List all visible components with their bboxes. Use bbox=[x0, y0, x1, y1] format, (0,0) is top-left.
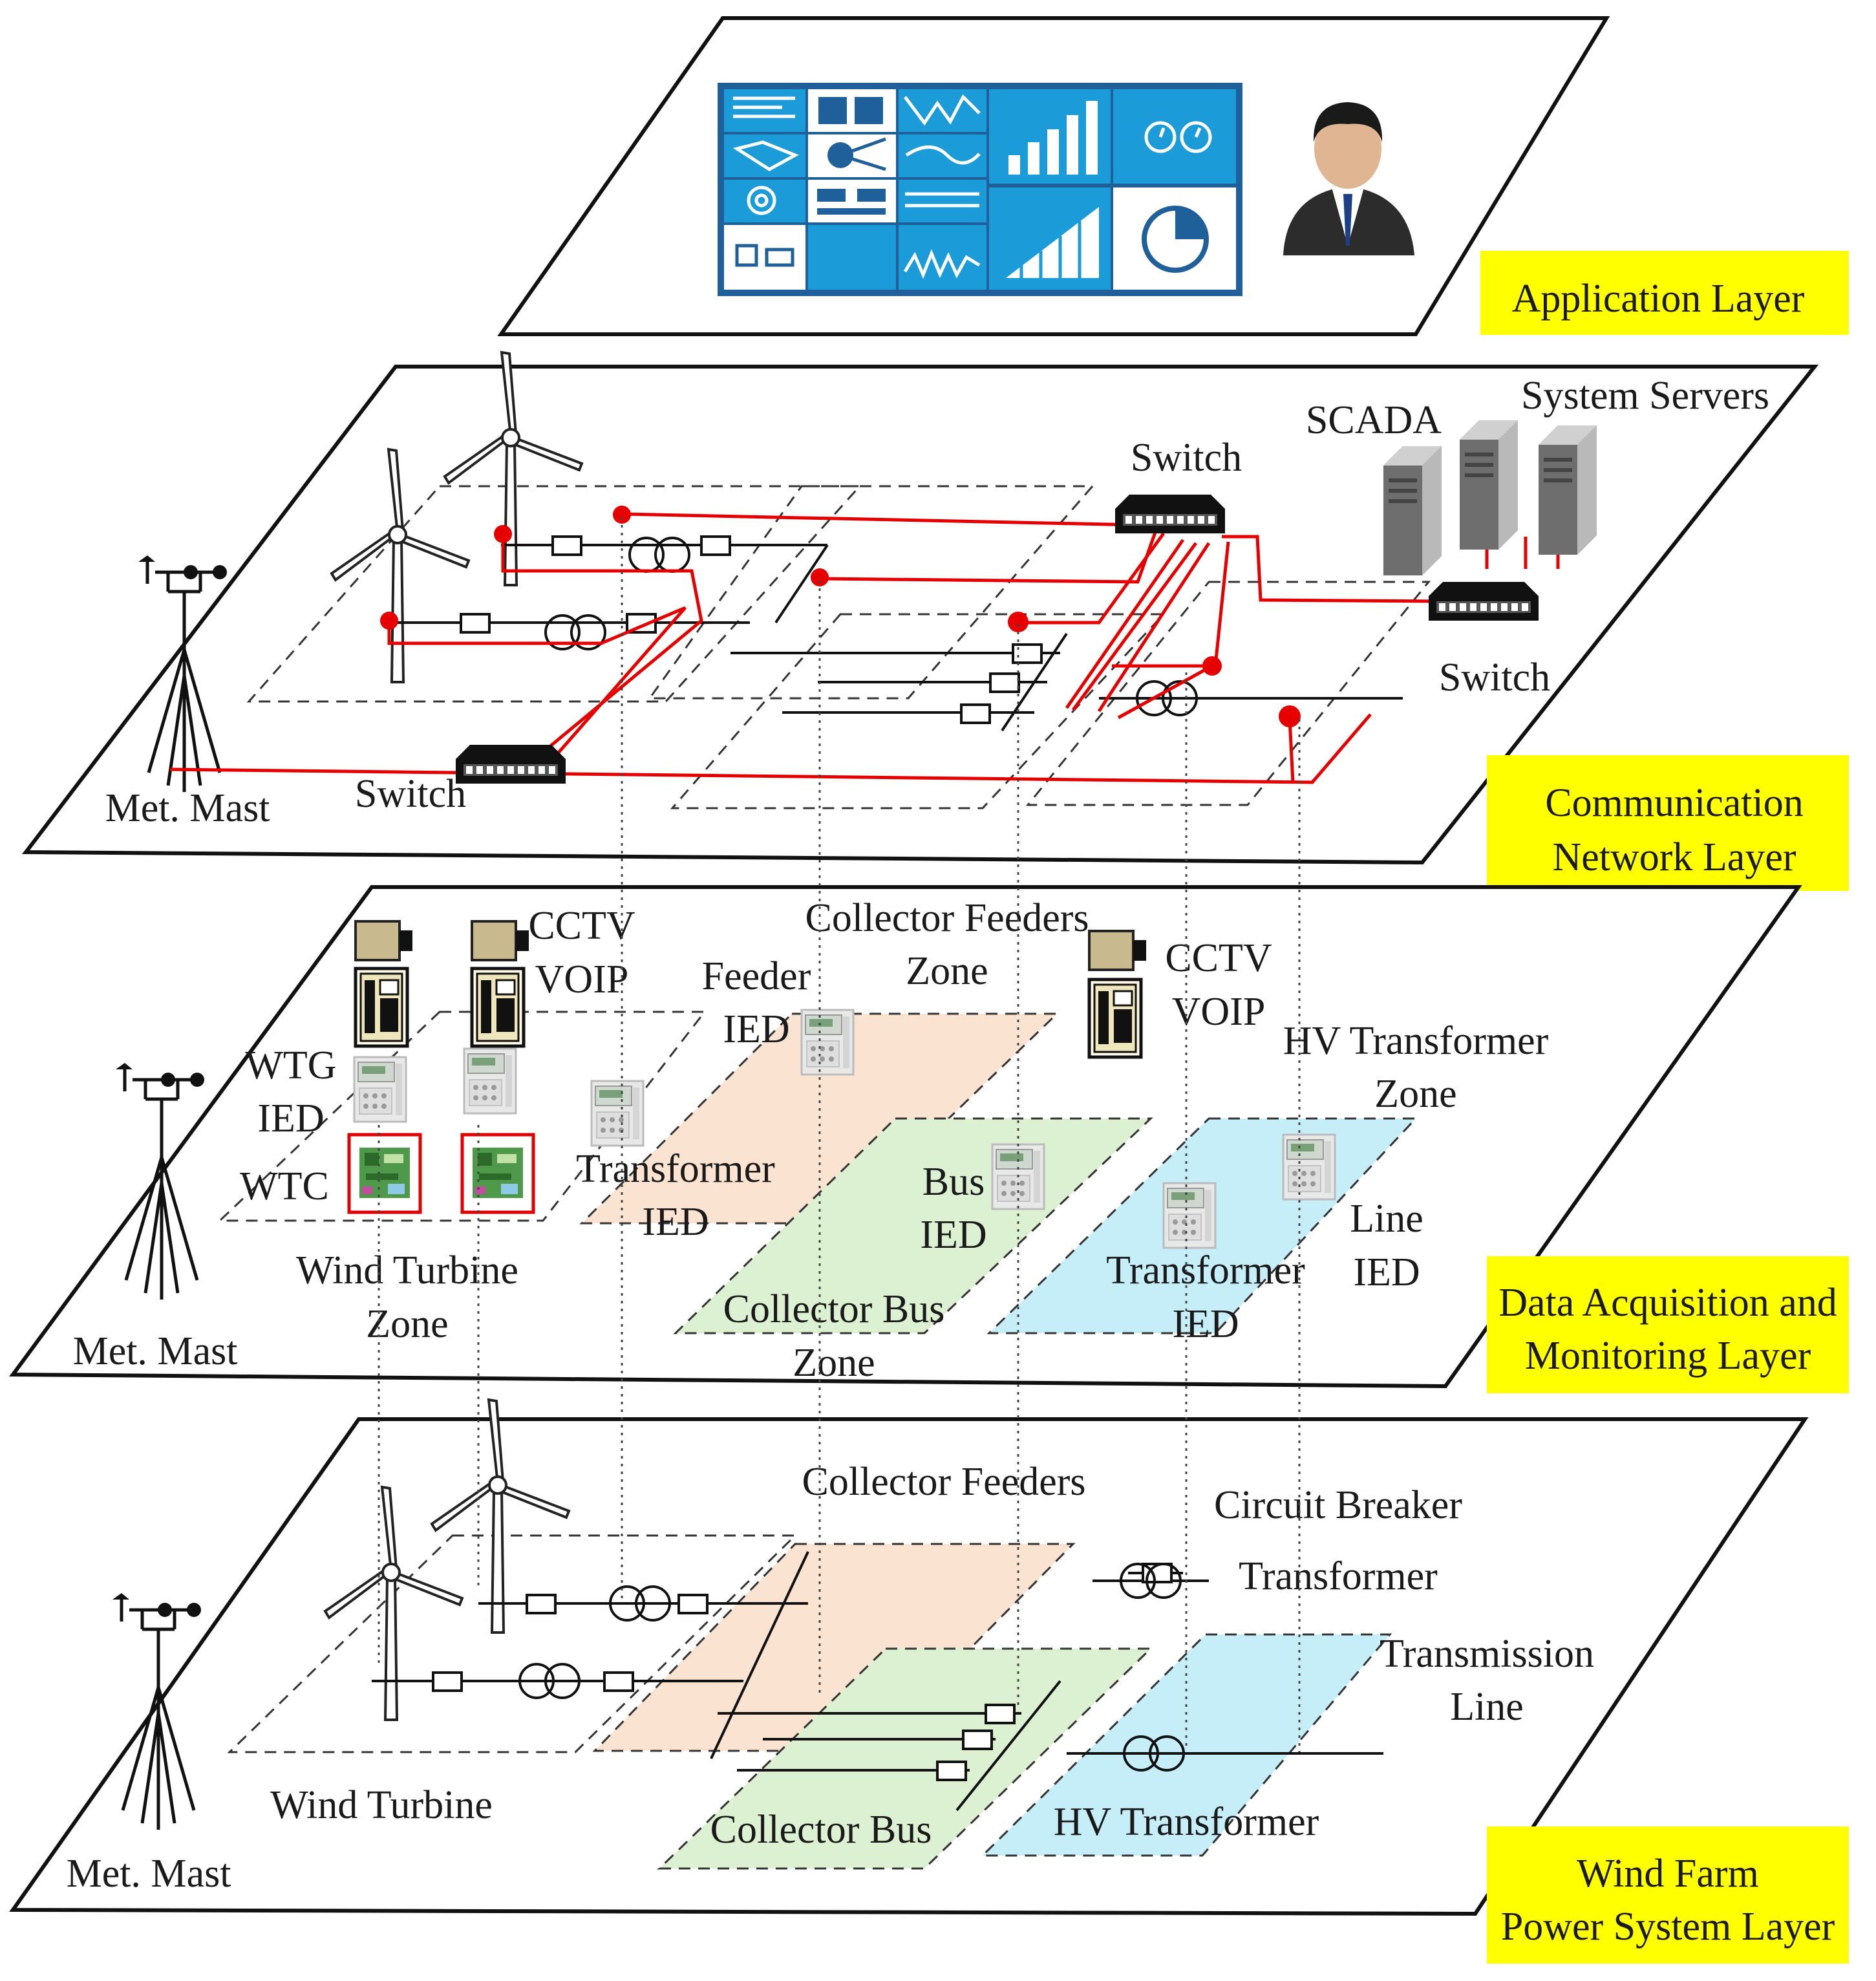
operator-avatar bbox=[1283, 102, 1414, 255]
power-system-layer-tag-line1: Wind Farm bbox=[1577, 1852, 1759, 1896]
feeder-ied-icon bbox=[800, 1009, 855, 1076]
line-ied-icon bbox=[1282, 1133, 1336, 1201]
voip-left-label: VOIP bbox=[535, 958, 629, 1001]
collector-feeders-label: Collector Feeders bbox=[802, 1460, 1085, 1504]
system-server-icon bbox=[1539, 425, 1597, 555]
communication-network-layer: Met. Mast Switch Switch Switch SCADA Sys… bbox=[21, 351, 1849, 891]
hv-transformer-zone-label-line2: Zone bbox=[1374, 1072, 1456, 1116]
met-mast-label: Met. Mast bbox=[67, 1852, 231, 1896]
wind-turbine-label: Wind Turbine bbox=[270, 1783, 493, 1827]
red-network-links bbox=[169, 512, 1560, 784]
collector-bus-area bbox=[657, 1647, 1153, 1870]
collector-feeders-zone-label-line1: Collector Feeders bbox=[805, 896, 1089, 940]
cross-layer-links bbox=[378, 517, 1301, 1752]
wtg-ied-label-line2: IED bbox=[257, 1097, 324, 1140]
hv-transformer-ied-label-line1: Transformer bbox=[1106, 1248, 1305, 1292]
system-servers-label: System Servers bbox=[1521, 374, 1769, 418]
communication-layer-tag-line1: Communication bbox=[1545, 781, 1804, 825]
dashboard-graphic bbox=[718, 83, 1242, 296]
bus-ied-label-line2: IED bbox=[920, 1213, 986, 1257]
wtc-controller-icon bbox=[349, 1135, 420, 1212]
line-ied-label-line2: IED bbox=[1353, 1250, 1420, 1294]
transformer-ied-label-line1: Transformer bbox=[576, 1147, 775, 1191]
scada-label: SCADA bbox=[1306, 398, 1442, 442]
scada-server-icon bbox=[1383, 446, 1442, 575]
transformer-ied-label-line2: IED bbox=[642, 1200, 709, 1244]
power-system-layer: Collector Feeders Circuit Breaker Transf… bbox=[9, 1398, 1849, 1964]
hv-transformer-zone-label-line1: HV Transformer bbox=[1283, 1019, 1549, 1063]
voip-phone-icon bbox=[1089, 980, 1141, 1057]
data-acquisition-layer: CCTV VOIP CCTV VOIP WTG IED WTC Feeder I… bbox=[9, 885, 1849, 1393]
wind-turbine-area bbox=[227, 1534, 798, 1753]
voip-right-label: VOIP bbox=[1172, 990, 1266, 1034]
collector-feeders-zone-label-line2: Zone bbox=[906, 949, 988, 993]
wind-turbine-zone bbox=[217, 1011, 707, 1222]
data-acquisition-layer-tag-line1: Data Acquisition and bbox=[1498, 1281, 1837, 1325]
wtg-ied-label-line1: WTG bbox=[245, 1044, 336, 1087]
hv-transformer-label: HV Transformer bbox=[1054, 1800, 1319, 1844]
transformer-legend-label: Transformer bbox=[1239, 1554, 1438, 1598]
collector-bus-zone-label-line1: Collector Bus bbox=[723, 1287, 945, 1331]
cctv-right-label: CCTV bbox=[1165, 936, 1272, 980]
data-acquisition-layer-tag bbox=[1487, 1256, 1849, 1393]
power-system-layer-tag bbox=[1487, 1826, 1849, 1964]
collector-bus-zone-label-line2: Zone bbox=[793, 1341, 875, 1385]
feeder-ied-label-line1: Feeder bbox=[702, 954, 811, 998]
communication-layer-tag bbox=[1487, 755, 1849, 891]
system-server-icon bbox=[1460, 420, 1518, 550]
transmission-line-label-line2: Line bbox=[1450, 1685, 1524, 1729]
application-layer-tag bbox=[1480, 251, 1849, 335]
wtc-label: WTC bbox=[240, 1164, 329, 1208]
bus-ied-label-line1: Bus bbox=[922, 1160, 985, 1204]
wind-turbine-zone-label-line2: Zone bbox=[366, 1302, 448, 1346]
switch-top-label: Switch bbox=[1131, 436, 1242, 480]
power-system-layer-tag-line2: Power System Layer bbox=[1501, 1905, 1835, 1949]
data-acquisition-layer-tag-line2: Monitoring Layer bbox=[1525, 1334, 1811, 1378]
voip-phone-icon bbox=[356, 969, 407, 1046]
met-mast-label: Met. Mast bbox=[73, 1329, 238, 1373]
cctv-left-label: CCTV bbox=[528, 904, 635, 948]
line-ied-label-line1: Line bbox=[1350, 1197, 1423, 1241]
hv-transformer-ied-label-line2: IED bbox=[1172, 1302, 1239, 1346]
switch-right-label: Switch bbox=[1439, 656, 1550, 700]
application-layer-tag-text: Application Layer bbox=[1512, 277, 1805, 321]
communication-layer-tag-line2: Network Layer bbox=[1553, 835, 1796, 879]
network-switch-icon bbox=[456, 745, 566, 784]
transformer-ied-icon bbox=[590, 1080, 645, 1147]
wtg-ied-icon bbox=[353, 1056, 407, 1123]
collector-bus-label: Collector Bus bbox=[710, 1808, 932, 1852]
wtg-ied-icon bbox=[463, 1047, 517, 1115]
hv-transformer-ied-icon bbox=[1162, 1182, 1217, 1249]
voip-phone-icon bbox=[472, 969, 524, 1046]
wtc-controller-icon bbox=[462, 1135, 533, 1212]
network-switch-icon bbox=[1429, 582, 1539, 621]
application-layer: Application Layer bbox=[497, 16, 1849, 336]
wind-turbine-zone-label-line1: Wind Turbine bbox=[296, 1248, 518, 1292]
switch-left-label: Switch bbox=[355, 772, 466, 816]
met-mast-label: Met. Mast bbox=[105, 786, 270, 830]
feeder-ied-label-line2: IED bbox=[723, 1007, 789, 1051]
circuit-breaker-legend-label: Circuit Breaker bbox=[1214, 1483, 1462, 1527]
transmission-line-label-line1: Transmission bbox=[1380, 1632, 1594, 1676]
network-switch-icon bbox=[1115, 495, 1225, 533]
